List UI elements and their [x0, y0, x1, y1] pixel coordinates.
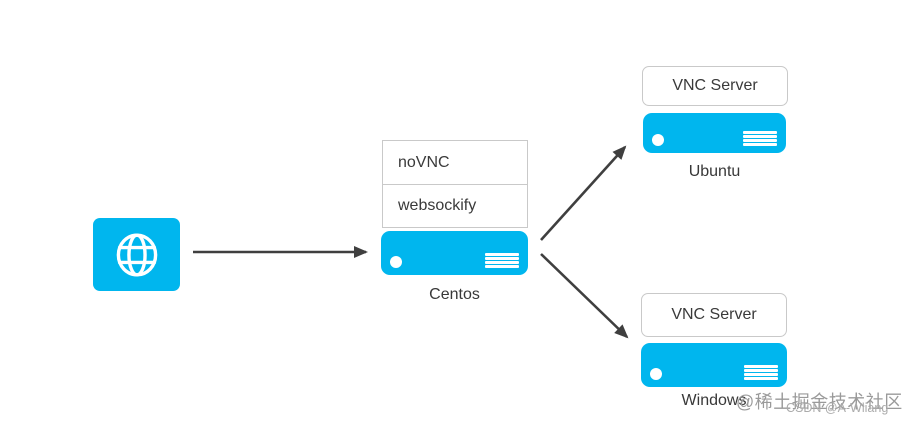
stack-row-websockify: websockify: [383, 184, 527, 227]
server-led-dot: [652, 134, 664, 146]
arrow-centos-to-ubuntu: [540, 145, 627, 241]
client-node: [93, 218, 180, 291]
server-led-dot: [390, 256, 402, 268]
windows-label: Windows: [681, 392, 747, 409]
server-led-dot: [650, 368, 662, 380]
stack-row-label: noVNC: [398, 153, 450, 171]
ubuntu-vnc-server-box: VNC Server: [642, 66, 788, 106]
ubuntu-server-icon: [643, 113, 786, 153]
server-vents-icon: [744, 365, 778, 380]
stack-row-label: websockify: [398, 197, 477, 214]
windows-vnc-server-box: VNC Server: [641, 293, 787, 337]
server-vents-icon: [485, 253, 519, 268]
watermark-juejin: @稀土掘金技术社区: [736, 392, 903, 412]
ubuntu-label: Ubuntu: [688, 163, 741, 180]
stack-row-novnc: noVNC: [383, 141, 527, 184]
centos-label: Centos: [429, 286, 480, 303]
centos-stack-table: noVNC websockify: [382, 140, 528, 228]
windows-server-icon: [641, 343, 787, 387]
vnc-server-label: VNC Server: [672, 77, 758, 94]
vnc-server-label: VNC Server: [671, 306, 757, 323]
watermark-csdn: CSDN @A-Wliang: [786, 401, 889, 415]
globe-icon: [106, 224, 168, 286]
server-vents-icon: [743, 131, 777, 146]
arrow-centos-to-windows: [540, 253, 629, 339]
centos-server-icon: [381, 231, 528, 275]
